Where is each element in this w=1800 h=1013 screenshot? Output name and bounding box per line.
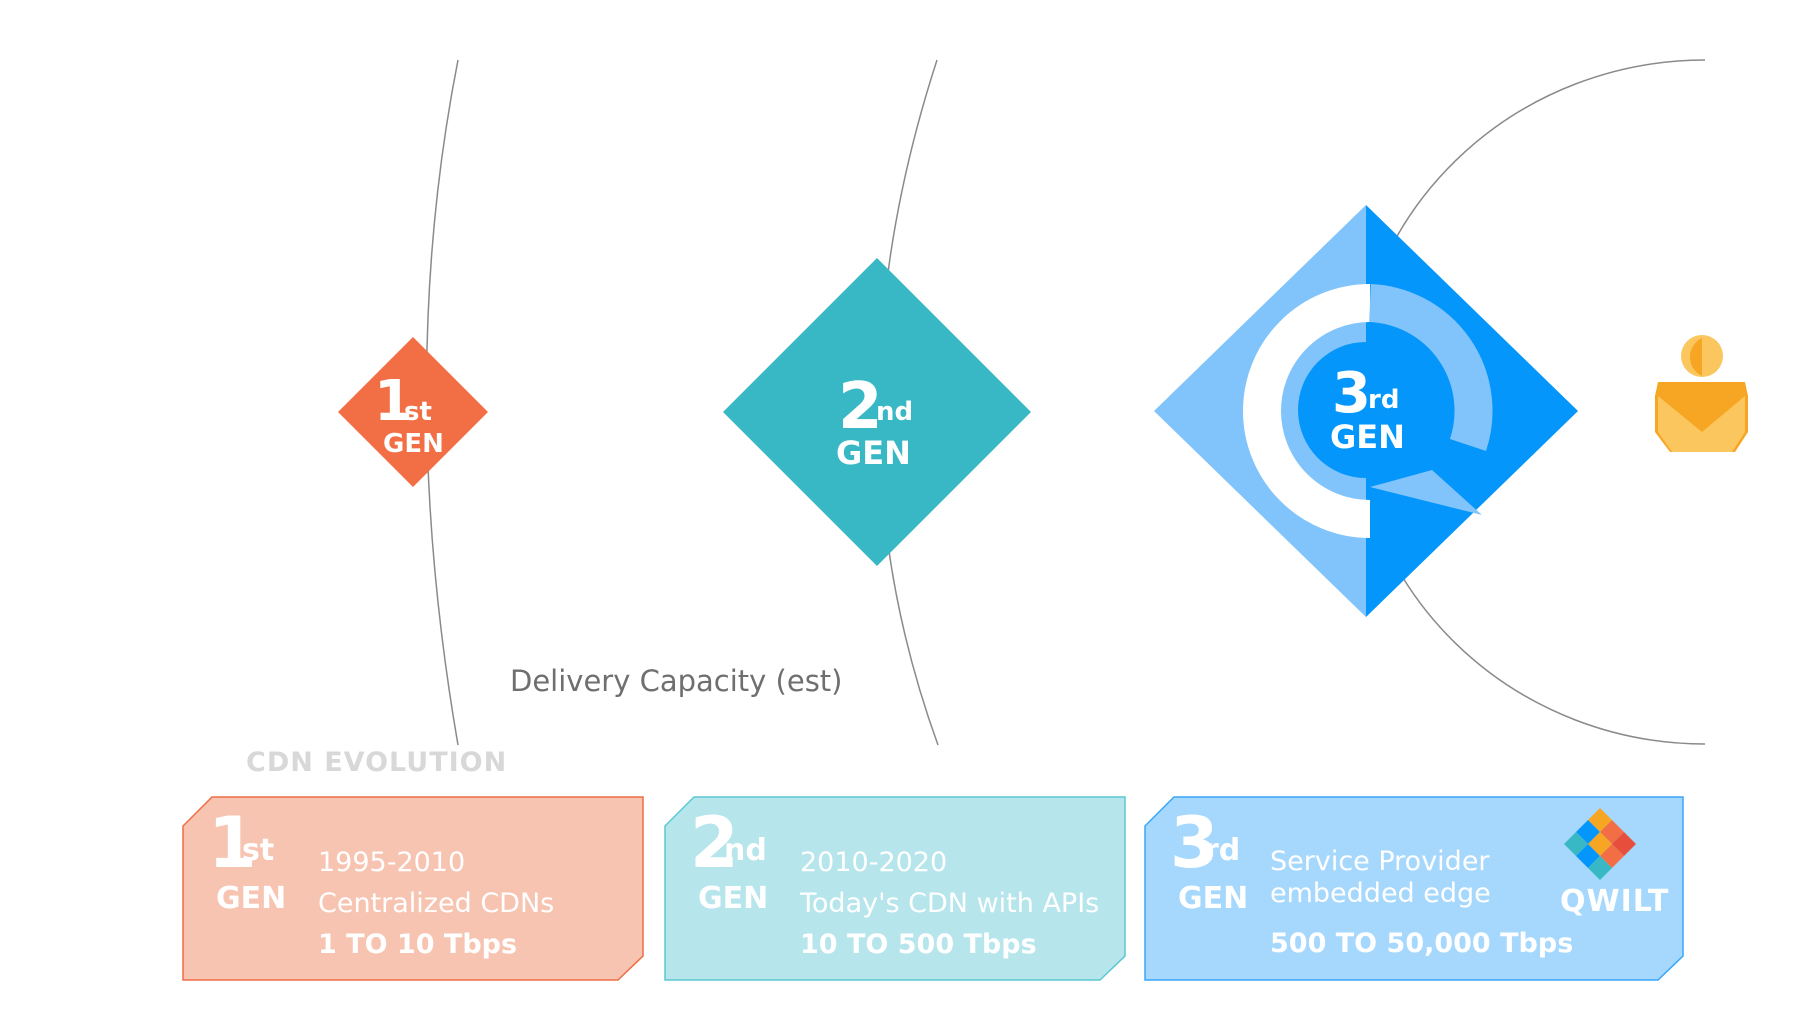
- gen1-card-gen: GEN: [216, 881, 287, 916]
- gen1-diamond: 1 st GEN: [338, 337, 488, 487]
- delivery-capacity-caption: Delivery Capacity (est): [510, 664, 843, 698]
- gen2-card-background: [664, 796, 1126, 981]
- gen1-card-badge: 1 st GEN: [204, 808, 314, 924]
- gen2-diamond-number: 2: [838, 370, 883, 444]
- gen3-card-line2: embedded edge: [1270, 878, 1491, 909]
- gen2-card-text: 2010-2020 Today's CDN with APIs 10 TO 50…: [800, 842, 1099, 965]
- gen3-card-gen: GEN: [1178, 881, 1249, 916]
- gen3-card-background: [1144, 796, 1684, 981]
- gen2-card-description: Today's CDN with APIs: [800, 888, 1100, 919]
- gen1-diamond-gen: GEN: [383, 429, 444, 459]
- gen3-card: 3 rd GEN Service Provider embedded edge …: [1144, 796, 1684, 981]
- gen3-diamond-gen: GEN: [1330, 418, 1405, 456]
- gen3-card-line1: Service Provider: [1270, 846, 1490, 877]
- gen2-diamond-gen: GEN: [836, 434, 911, 472]
- gen3-card-number: 3: [1170, 802, 1219, 884]
- gen1-card-capacity: 1 TO 10 Tbps: [318, 929, 518, 960]
- gen3-card-suffix: rd: [1204, 833, 1241, 868]
- gen1-diamond-number: 1: [374, 369, 413, 434]
- gen3-diamond-number: 3: [1332, 361, 1371, 426]
- gen2-card-gen: GEN: [698, 881, 769, 916]
- gen3-diamond-suffix: rd: [1368, 385, 1399, 415]
- gen2-diamond: 2 nd GEN: [723, 258, 1031, 566]
- gen3-card-capacity: 500 TO 50,000 Tbps: [1270, 928, 1574, 959]
- gen2-card-capacity: 10 TO 500 Tbps: [800, 929, 1037, 960]
- gen3-card-text: Service Provider embedded edge 500 TO 50…: [1270, 846, 1573, 960]
- gen2-card-years: 2010-2020: [800, 847, 948, 878]
- gen1-card-suffix: st: [242, 833, 275, 868]
- gen1-card-text: 1995-2010 Centralized CDNs 1 TO 10 Tbps: [318, 842, 554, 965]
- gen1-card-background: [182, 796, 644, 981]
- gen1-card-description: Centralized CDNs: [318, 888, 555, 919]
- qwilt-logo-text: QWILT: [1560, 884, 1670, 919]
- gen1-card: 1 st GEN 1995-2010 Centralized CDNs 1 TO…: [182, 796, 644, 981]
- section-title: CDN EVOLUTION: [246, 747, 508, 778]
- gen1-card-years: 1995-2010: [318, 847, 466, 878]
- gen2-card-badge: 2 nd GEN: [686, 808, 796, 924]
- user-icon: [1655, 335, 1748, 452]
- qwilt-logo-icon: [1564, 808, 1636, 880]
- gen1-diamond-suffix: st: [404, 397, 432, 427]
- gen2-diamond-suffix: nd: [876, 397, 913, 427]
- gen2-card-suffix: nd: [724, 833, 767, 868]
- gen3-diamond: 3 rd GEN: [1154, 205, 1578, 617]
- gen2-card: 2 nd GEN 2010-2020 Today's CDN with APIs…: [664, 796, 1126, 981]
- gen2-card-number: 2: [690, 802, 739, 884]
- gen1-card-number: 1: [208, 802, 257, 884]
- gen3-card-badge: 3 rd GEN: [1166, 808, 1276, 924]
